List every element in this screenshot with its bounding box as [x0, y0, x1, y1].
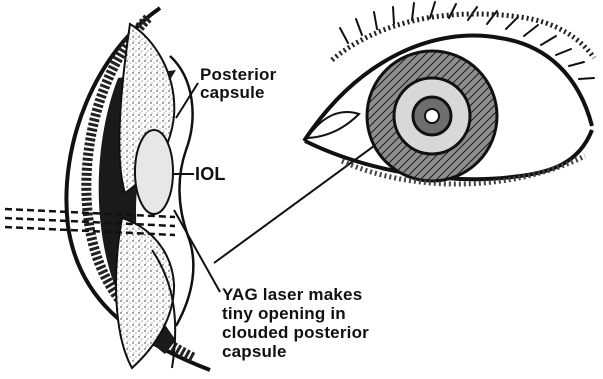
iol-label: IOL — [195, 164, 226, 184]
yag-laser-caption: YAG laser makes tiny opening in clouded … — [222, 285, 369, 361]
caption-leader-to-lens — [174, 210, 220, 292]
caption-line-4: capsule — [222, 342, 369, 361]
pupil-opening — [425, 109, 439, 123]
eye-cross-section-illustration — [66, 8, 210, 370]
posterior-capsule-label-line-1: Posterior — [200, 66, 276, 84]
caption-line-1: YAG laser makes — [222, 285, 369, 304]
caption-line-3: clouded posterior — [222, 323, 369, 342]
posterior-capsule-leader — [176, 83, 198, 118]
posterior-capsule-label: Posterior capsule — [200, 66, 276, 102]
caption-line-2: tiny opening in — [222, 304, 369, 323]
intraocular-lens — [135, 130, 173, 214]
front-eye-illustration — [304, 2, 594, 184]
posterior-capsule-label-line-2: capsule — [200, 84, 276, 102]
